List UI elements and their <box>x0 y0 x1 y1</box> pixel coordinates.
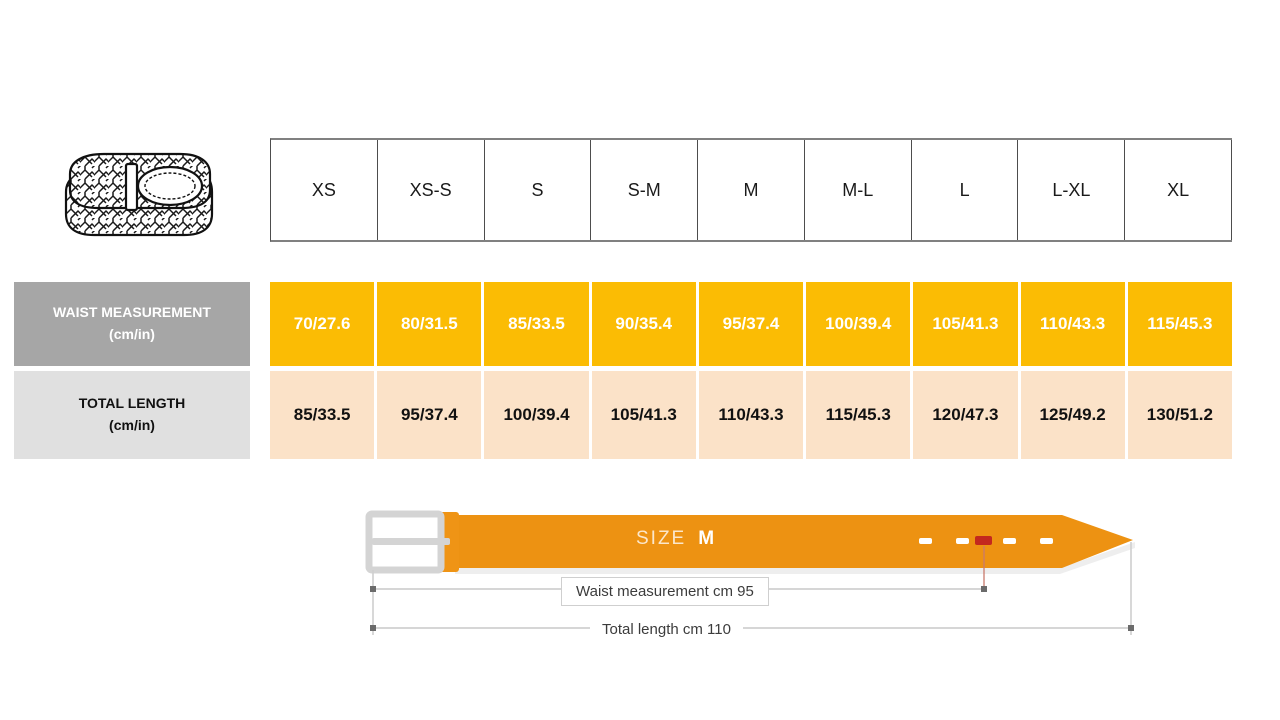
total-dimension-tick-right <box>1128 625 1134 631</box>
total-length-unit: (cm/in) <box>109 417 155 433</box>
size-header-cell: M-L <box>804 140 912 240</box>
length-value-cell: 110/43.3 <box>698 371 804 459</box>
size-header-cell: S-M <box>591 140 699 240</box>
length-value-cell: 105/41.3 <box>591 371 696 459</box>
waist-measurement-unit: (cm/in) <box>109 326 155 342</box>
waist-value-cell: 85/33.5 <box>484 282 589 366</box>
size-header-cell: M <box>698 140 805 240</box>
size-header-cell: XS-S <box>377 140 485 240</box>
waist-measurement-row: 70/27.6 80/31.5 85/33.5 90/35.4 95/37.4 … <box>270 282 1232 366</box>
waist-value-cell: 90/35.4 <box>591 282 696 366</box>
waist-measurement-label: WAIST MEASUREMENT (cm/in) <box>14 282 250 366</box>
waist-dimension-tick-right <box>981 586 987 592</box>
size-header-cell: S <box>484 140 592 240</box>
length-value-cell: 100/39.4 <box>484 371 589 459</box>
size-header-cell: XL <box>1125 140 1233 240</box>
length-value-cell: 130/51.2 <box>1127 371 1232 459</box>
size-header-cell: L <box>911 140 1019 240</box>
total-length-row: 85/33.5 95/37.4 100/39.4 105/41.3 110/43… <box>270 371 1232 459</box>
size-header-row: XS XS-S S S-M M M-L L L-XL XL <box>270 138 1233 242</box>
belt-hole <box>1003 538 1016 544</box>
total-length-label: TOTAL LENGTH (cm/in) <box>14 371 250 459</box>
size-header-cell: L-XL <box>1018 140 1126 240</box>
belt-strap <box>432 515 1133 568</box>
belt-shadow <box>455 542 1135 574</box>
total-dimension-caption: Total length cm 110 <box>590 618 743 641</box>
length-value-cell: 85/33.5 <box>270 371 375 459</box>
waist-value-cell: 115/45.3 <box>1127 282 1232 366</box>
belt-hole <box>956 538 969 544</box>
waist-value-cell: 100/39.4 <box>806 282 911 366</box>
waist-dimension-caption: Waist measurement cm 95 <box>561 577 769 606</box>
length-value-cell: 120/47.3 <box>913 371 1018 459</box>
size-header-cell: XS <box>271 140 378 240</box>
total-length-label-text: TOTAL LENGTH <box>78 395 186 412</box>
waist-value-cell: 95/37.4 <box>698 282 804 366</box>
length-value-cell: 125/49.2 <box>1020 371 1125 459</box>
waist-measurement-label-text: WAIST MEASUREMENT <box>53 304 211 321</box>
waist-value-cell: 105/41.3 <box>913 282 1018 366</box>
braided-belt-icon <box>64 152 214 237</box>
waist-value-cell: 70/27.6 <box>270 282 375 366</box>
length-value-cell: 95/37.4 <box>377 371 482 459</box>
length-value-cell: 115/45.3 <box>806 371 911 459</box>
belt-hole <box>919 538 932 544</box>
product-icon <box>52 140 222 245</box>
buckle-prong-bar <box>372 538 450 545</box>
belt-diagram <box>0 470 1280 670</box>
belt-hole-highlighted <box>975 536 992 545</box>
waist-value-cell: 80/31.5 <box>377 282 482 366</box>
belt-hole <box>1040 538 1053 544</box>
waist-dimension-tick-left <box>370 586 376 592</box>
waist-value-cell: 110/43.3 <box>1020 282 1125 366</box>
belt-illustration <box>365 510 1135 635</box>
total-dimension-tick-left <box>370 625 376 631</box>
